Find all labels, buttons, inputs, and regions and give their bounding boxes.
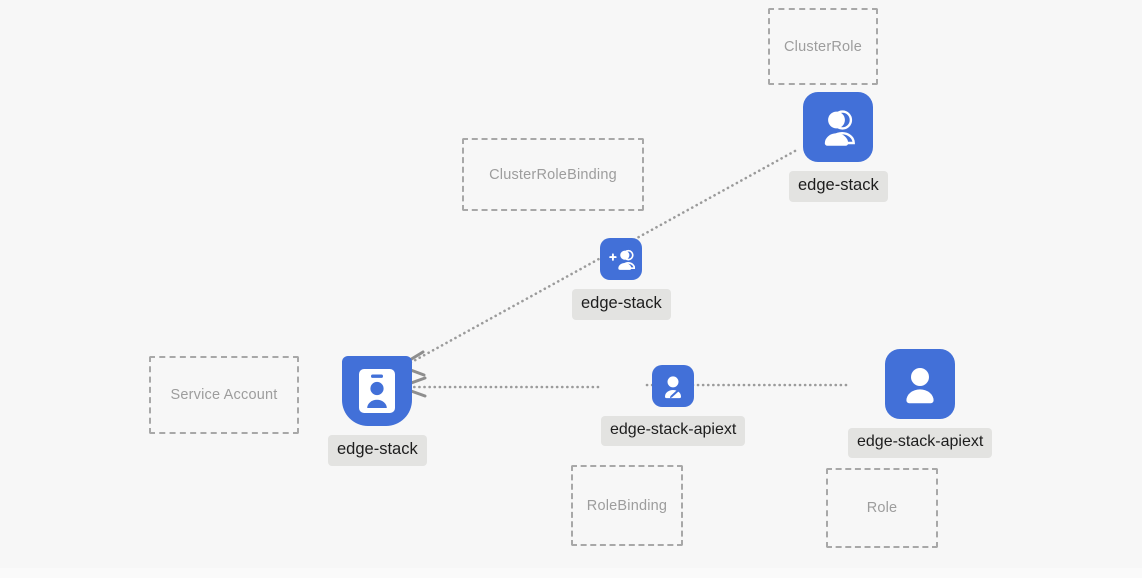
role-binding-node[interactable]: edge-stack-apiext: [601, 365, 746, 446]
cluster-role-icon: [825, 110, 856, 146]
cluster-role-binding-icon-container[interactable]: [600, 238, 643, 280]
service-account-icon-container[interactable]: [342, 356, 413, 426]
service-account-node-label: edge-stack: [328, 435, 427, 466]
role-icon: [906, 368, 934, 404]
type-box-cluster-role-binding: ClusterRoleBinding: [462, 138, 644, 211]
canvas-bottom-band: [0, 568, 1142, 578]
role-binding-icon: [665, 376, 682, 399]
service-account-icon: [359, 369, 396, 413]
type-box-label-role: Role: [866, 500, 898, 516]
role-node[interactable]: edge-stack-apiext: [848, 349, 993, 458]
cluster-role-binding-node[interactable]: edge-stack: [572, 238, 671, 320]
cluster-role-icon-container[interactable]: [803, 92, 874, 162]
service-account-node[interactable]: edge-stack: [328, 356, 427, 466]
type-box-role: Role: [826, 468, 938, 548]
type-box-label-cluster-role-binding: ClusterRoleBinding: [489, 166, 617, 183]
role-binding-icon-container[interactable]: [652, 365, 695, 407]
type-box-label-role-binding: RoleBinding: [586, 497, 668, 514]
type-box-label-cluster-role: ClusterRole: [784, 38, 862, 55]
role-icon-container[interactable]: [885, 349, 956, 419]
role-binding-node-label: edge-stack-apiext: [601, 416, 746, 446]
type-box-service-account: Service Account: [149, 356, 299, 434]
cluster-role-binding-icon: [609, 249, 636, 270]
cluster-role-node[interactable]: edge-stack: [789, 92, 888, 202]
type-box-role-binding: RoleBinding: [571, 465, 683, 546]
type-box-cluster-role: ClusterRole: [768, 8, 878, 85]
cluster-role-binding-node-label: edge-stack: [572, 289, 671, 320]
cluster-role-node-label: edge-stack: [789, 171, 888, 202]
type-box-label-service-account: Service Account: [170, 387, 278, 403]
role-node-label: edge-stack-apiext: [848, 428, 993, 458]
